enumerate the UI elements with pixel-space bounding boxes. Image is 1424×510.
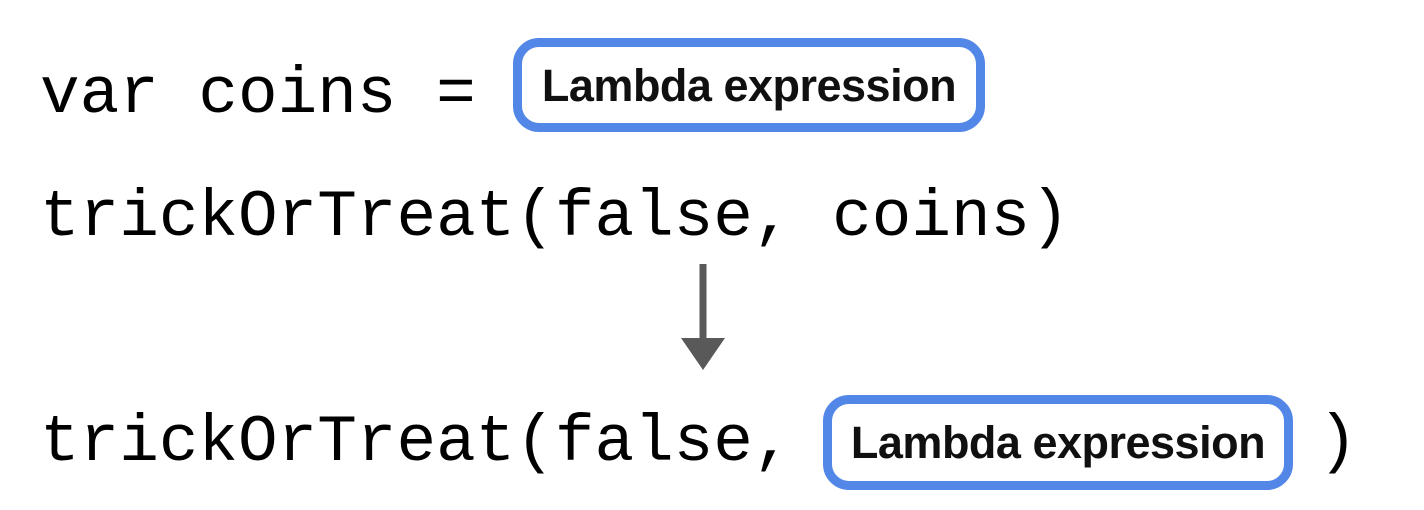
arrow-down-icon — [668, 260, 738, 372]
code-line-trickortreat-suffix: ) — [1318, 405, 1358, 480]
lambda-expression-chip-after[interactable]: Lambda expression — [823, 395, 1293, 490]
code-line-var-coins: var coins = — [40, 57, 516, 132]
lambda-expression-chip-before-label: Lambda expression — [541, 59, 957, 111]
code-line-trickortreat-prefix: trickOrTreat(false, — [40, 405, 833, 480]
lambda-expression-chip-before[interactable]: Lambda expression — [513, 38, 985, 132]
lambda-expression-chip-after-label: Lambda expression — [850, 417, 1266, 468]
code-line-trickortreat-coins: trickOrTreat(false, coins) — [40, 180, 1070, 255]
